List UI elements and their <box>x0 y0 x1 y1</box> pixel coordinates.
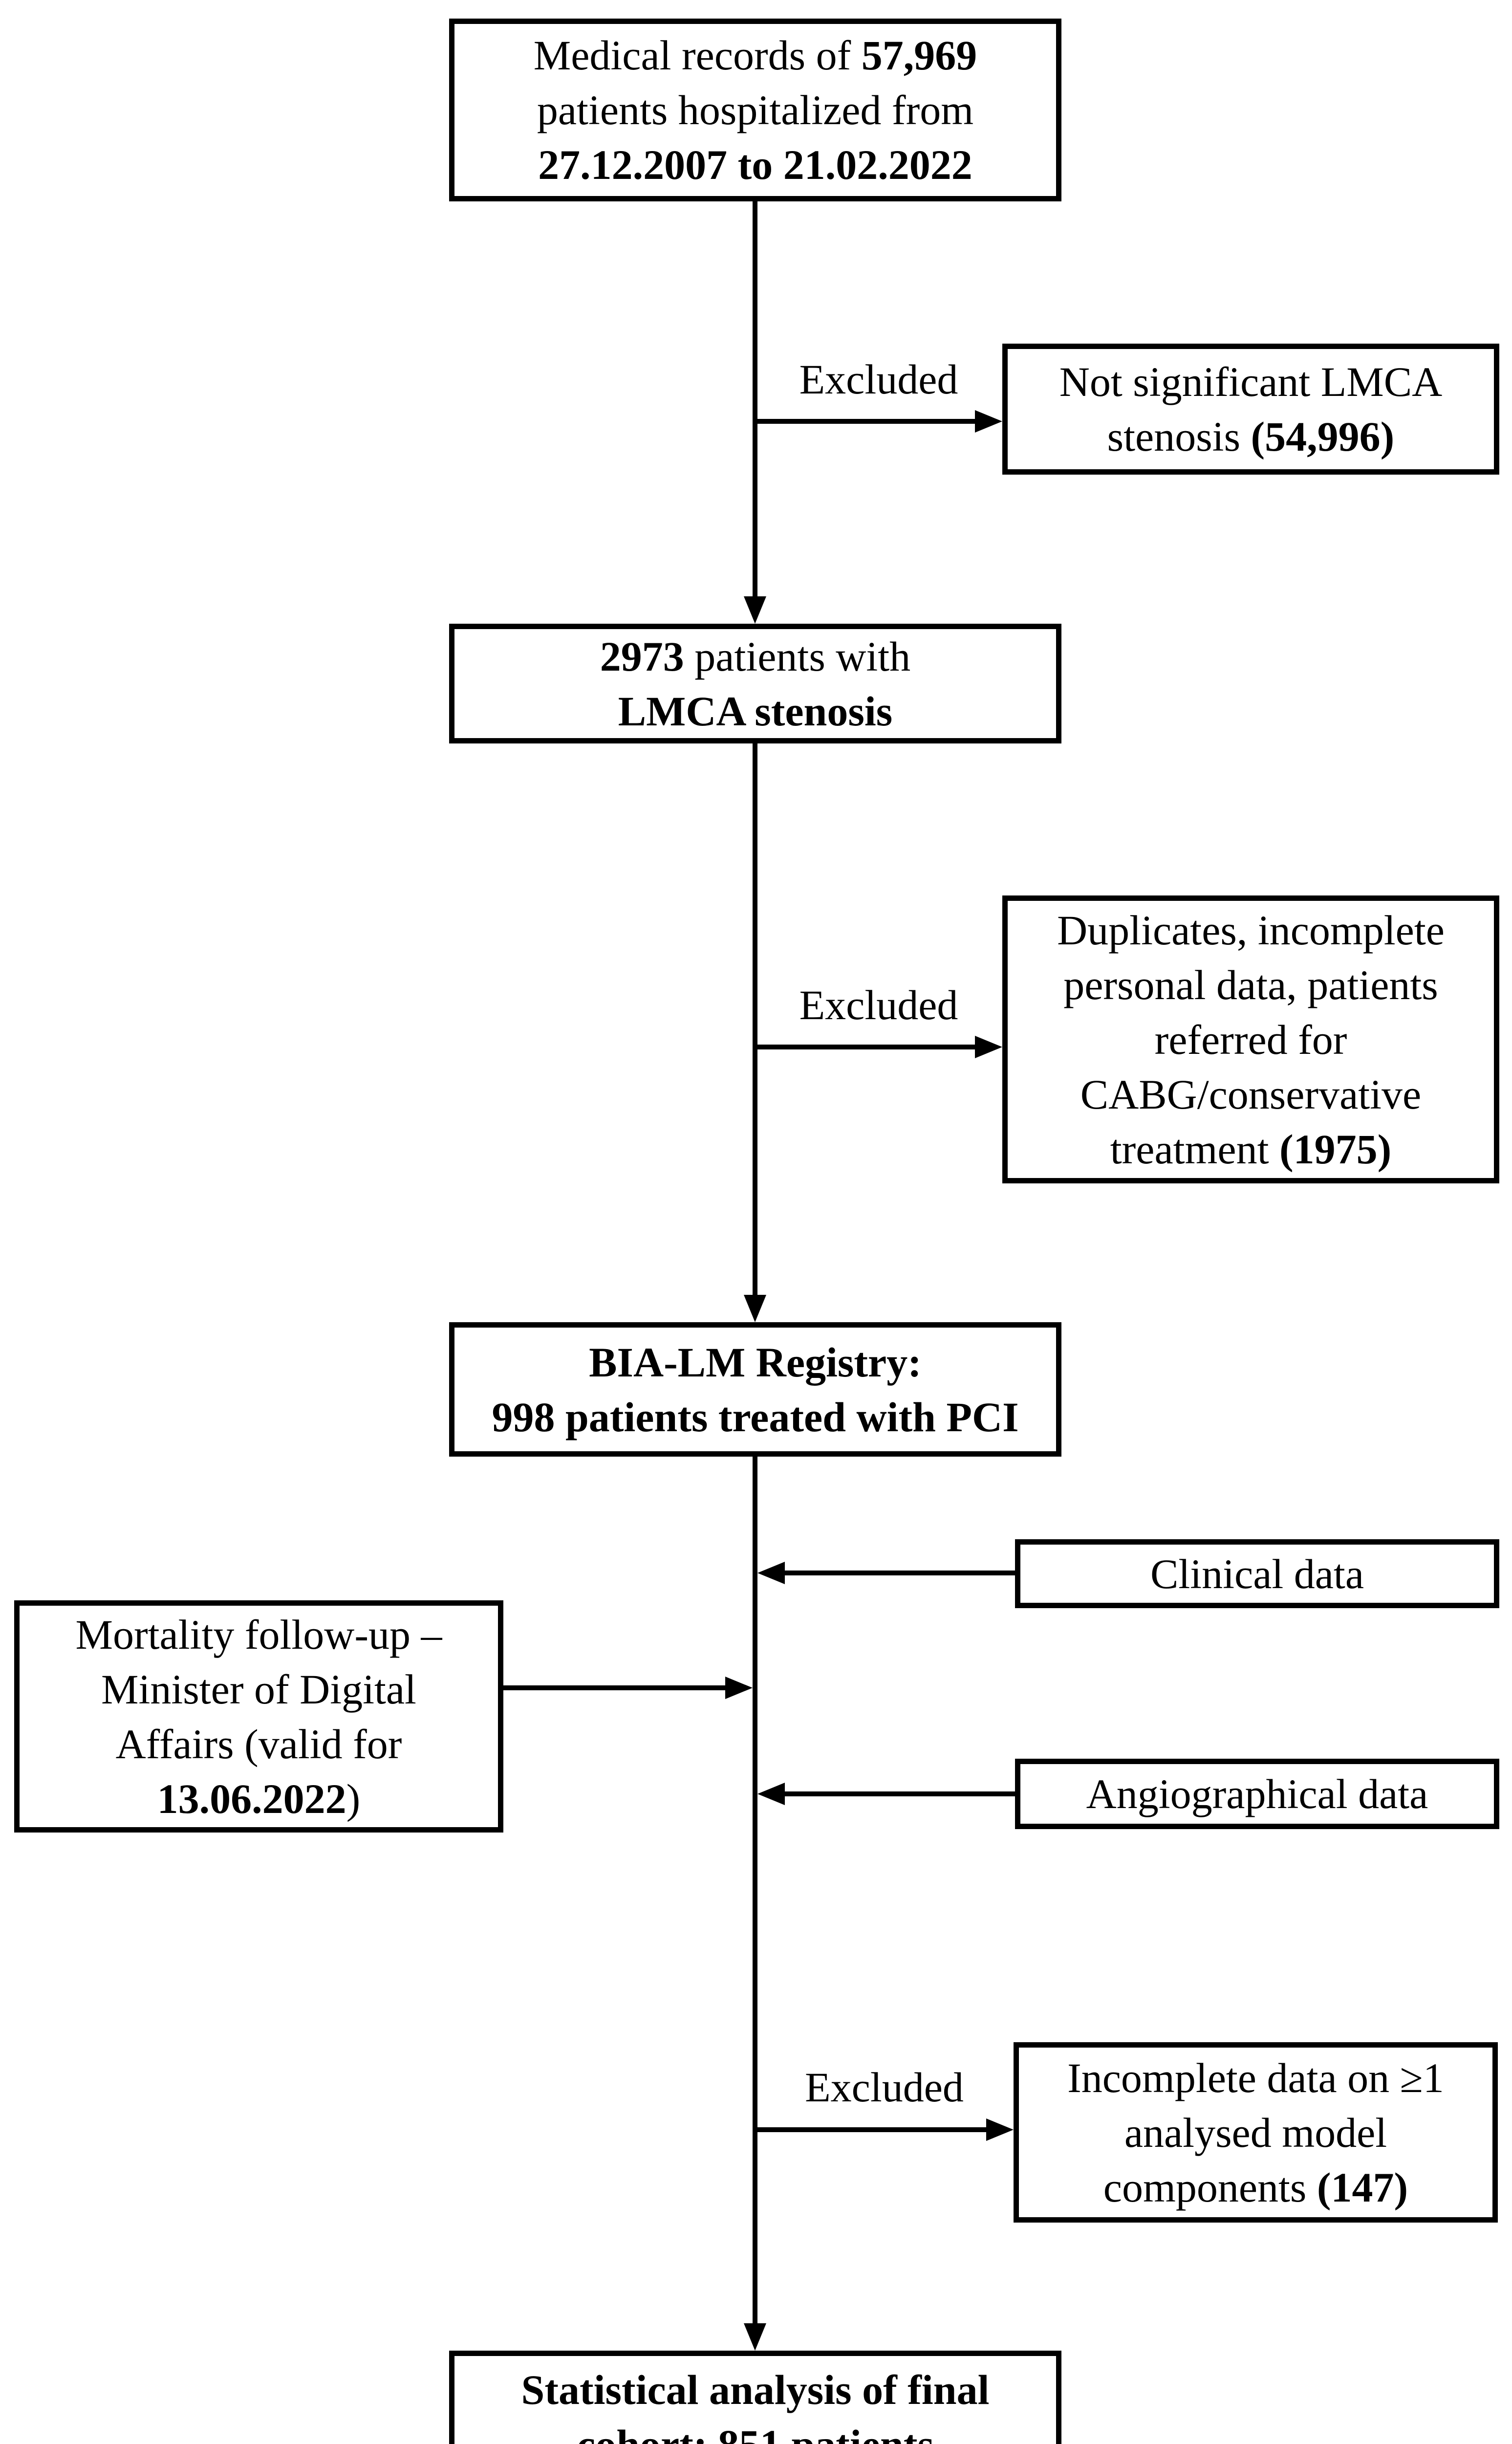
final-line-1: Statistical analysis of final <box>521 2362 989 2417</box>
stenosis-text: stenosis <box>1107 413 1251 460</box>
excluded-label-2: Excluded <box>799 982 958 1028</box>
angiographical-data-line: Angiographical data <box>1086 1767 1428 1821</box>
records-text: Medical records of <box>533 32 862 79</box>
incomplete-text-2: analysed model <box>1124 2109 1387 2156</box>
angiographical-data-box: Angiographical data <box>1015 1759 1499 1829</box>
bia-lm-registry-box: BIA-LM Registry: 998 patients treated wi… <box>449 1322 1061 1457</box>
medical-records-line-1: Medical records of 57,969 <box>534 28 977 83</box>
spine-segment-2 <box>753 743 757 1295</box>
mortality-line-4: 13.06.2022) <box>157 1771 361 1826</box>
clinical-data-text: Clinical data <box>1150 1550 1364 1597</box>
final-cohort-box: Statistical analysis of final cohort: 85… <box>449 2351 1061 2444</box>
treatment-text: treatment <box>1110 1125 1279 1173</box>
arrow-down-icon <box>744 1295 766 1322</box>
incomplete-text-1: Incomplete data on ≥1 <box>1067 2054 1444 2101</box>
lmca-stenosis-text: LMCA stenosis <box>618 687 893 735</box>
not-significant-text: Not significant LMCA <box>1059 358 1443 405</box>
mortality-arrow-line <box>503 1685 725 1690</box>
excluded-arrow-line-1 <box>755 419 975 424</box>
registry-line-2: 998 patients treated with PCI <box>492 1390 1018 1444</box>
medical-records-line-2: patients hospitalized from <box>537 83 973 137</box>
treatment-count: (1975) <box>1279 1125 1392 1173</box>
clinical-data-arrow-line <box>785 1571 1015 1575</box>
registry-count: 998 patients treated with PCI <box>492 1393 1019 1440</box>
components-text: components <box>1103 2163 1317 2211</box>
incomplete-line-3: components (147) <box>1103 2160 1408 2215</box>
medical-records-line-3: 27.12.2007 to 21.02.2022 <box>538 137 972 192</box>
excluded-arrow-line-3 <box>755 2127 986 2132</box>
not-significant-stenosis-box: Not significant LMCA stenosis (54,996) <box>1002 344 1499 475</box>
duplicates-line-1: Duplicates, incomplete <box>1057 903 1445 958</box>
arrow-right-icon <box>725 1677 753 1699</box>
lmca-count: 2973 <box>600 633 684 680</box>
duplicates-text-2: personal data, patients <box>1063 961 1438 1008</box>
lmca-stenosis-box: 2973 patients with LMCA stenosis <box>449 624 1061 743</box>
incomplete-line-1: Incomplete data on ≥1 <box>1067 2051 1444 2105</box>
spine-segment-1 <box>753 201 757 596</box>
records-dates: 27.12.2007 to 21.02.2022 <box>538 141 972 188</box>
mortality-line-1: Mortality follow-up – <box>75 1607 442 1662</box>
duplicates-line-4: CABG/conservative <box>1080 1067 1421 1122</box>
excluded-label-3: Excluded <box>805 2064 964 2111</box>
arrow-left-icon <box>757 1562 785 1584</box>
registry-line-1: BIA-LM Registry: <box>589 1335 922 1390</box>
arrow-left-icon <box>757 1783 785 1805</box>
arrow-right-icon <box>975 1036 1002 1058</box>
lmca-text: patients with <box>684 633 911 680</box>
mortality-date: 13.06.2022 <box>157 1775 346 1822</box>
mortality-text-3: Affairs (valid for <box>115 1720 402 1768</box>
duplicates-line-3: referred for <box>1155 1012 1347 1067</box>
registry-title: BIA-LM Registry: <box>589 1338 922 1386</box>
records-count: 57,969 <box>861 32 977 79</box>
mortality-text-1: Mortality follow-up – <box>75 1611 442 1658</box>
arrow-right-icon <box>975 410 1002 433</box>
lmca-line-2: LMCA stenosis <box>618 684 892 739</box>
angiographical-data-text: Angiographical data <box>1086 1770 1428 1817</box>
components-count: (147) <box>1317 2163 1408 2211</box>
incomplete-data-box: Incomplete data on ≥1 analysed model com… <box>1014 2042 1498 2223</box>
not-significant-line-2: stenosis (54,996) <box>1107 409 1395 464</box>
arrow-down-icon <box>744 2323 766 2351</box>
duplicates-text-1: Duplicates, incomplete <box>1057 906 1445 954</box>
clinical-data-line: Clinical data <box>1150 1547 1364 1601</box>
duplicates-text-4: CABG/conservative <box>1080 1070 1422 1118</box>
angiographical-arrow-line <box>785 1791 1015 1796</box>
excluded-label-1: Excluded <box>799 356 958 403</box>
duplicates-line-2: personal data, patients <box>1063 958 1438 1012</box>
mortality-line-3: Affairs (valid for <box>116 1717 402 1771</box>
duplicates-excluded-box: Duplicates, incomplete personal data, pa… <box>1002 895 1499 1183</box>
excluded-arrow-line-2 <box>755 1045 975 1049</box>
mortality-paren: ) <box>346 1775 361 1822</box>
medical-records-box: Medical records of 57,969 patients hospi… <box>449 19 1061 201</box>
mortality-line-2: Minister of Digital <box>101 1662 416 1717</box>
stenosis-count: (54,996) <box>1251 413 1395 460</box>
arrow-down-icon <box>744 596 766 624</box>
not-significant-line-1: Not significant LMCA <box>1059 354 1443 409</box>
lmca-line-1: 2973 patients with <box>600 629 910 684</box>
final-line-2: cohort: 851 patients <box>577 2417 934 2444</box>
final-text-1: Statistical analysis of final <box>521 2366 990 2413</box>
incomplete-line-2: analysed model <box>1124 2105 1387 2160</box>
final-count: cohort: 851 patients <box>577 2421 934 2444</box>
mortality-followup-box: Mortality follow-up – Minister of Digita… <box>14 1600 503 1833</box>
arrow-right-icon <box>986 2118 1014 2141</box>
spine-segment-3 <box>753 1457 757 2323</box>
clinical-data-box: Clinical data <box>1015 1539 1499 1608</box>
duplicates-text-3: referred for <box>1154 1016 1347 1063</box>
records-text-2: patients hospitalized from <box>537 87 974 133</box>
duplicates-line-5: treatment (1975) <box>1110 1122 1392 1177</box>
mortality-text-2: Minister of Digital <box>101 1665 416 1713</box>
